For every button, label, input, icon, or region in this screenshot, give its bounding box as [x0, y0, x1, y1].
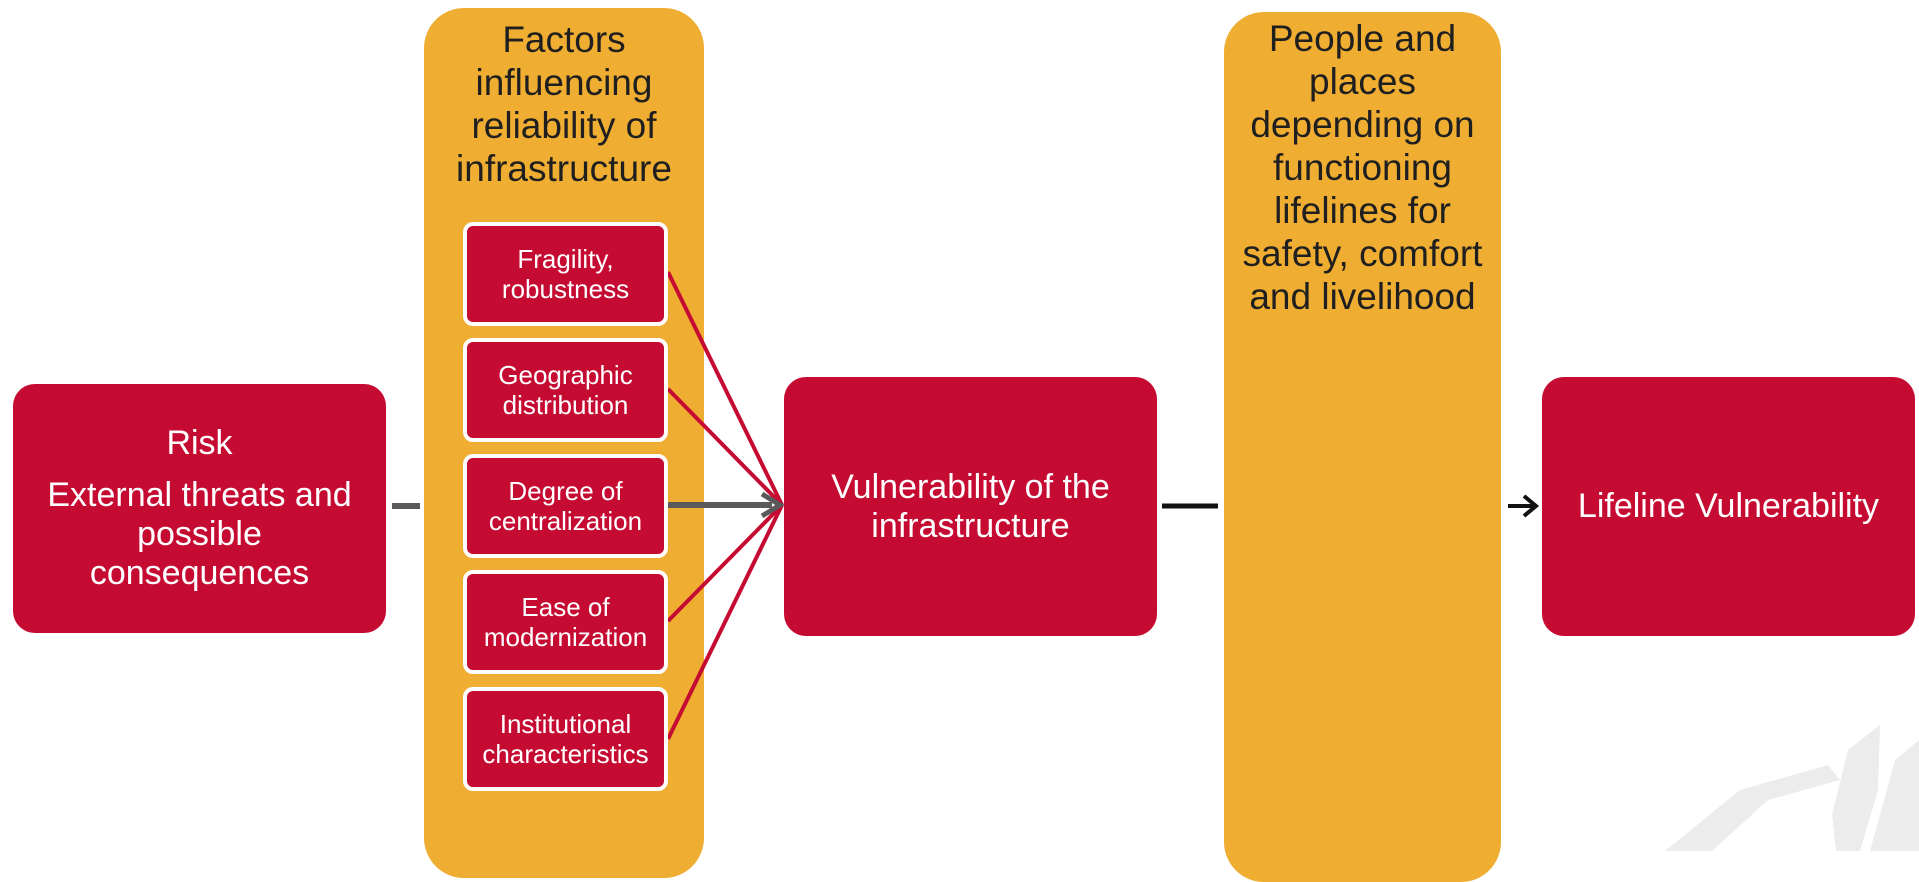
risk-box: Risk External threats and possible conse… — [13, 384, 386, 633]
lifeline-box: Lifeline Vulnerability — [1542, 377, 1915, 636]
watermark-logo — [1665, 725, 1919, 851]
factor-centralization: Degree of centralization — [463, 454, 668, 558]
risk-subtitle: External threats and possible consequenc… — [47, 476, 352, 592]
vulnerability-label: Vulnerability of the infrastructure — [831, 467, 1110, 545]
fan-line-fragility — [666, 271, 784, 506]
factors-pillar-title: Factors influencing reliability of infra… — [456, 19, 672, 189]
factor-institutional: Institutional characteristics — [463, 687, 668, 791]
centralization-arrowhead — [760, 491, 785, 519]
people-pillar: People and places depending on functioni… — [1224, 12, 1501, 882]
connector-lines — [392, 271, 1919, 851]
fan-line-geographic — [666, 387, 784, 507]
fan-line-institutional — [666, 504, 784, 740]
factor-geographic-distribution: Geographic distribution — [463, 338, 668, 442]
people-pillar-title: People and places depending on functioni… — [1242, 18, 1483, 317]
factor-fragility: Fragility, robustness — [463, 222, 668, 326]
risk-title: Risk — [166, 424, 233, 462]
vulnerability-box: Vulnerability of the infrastructure — [784, 377, 1157, 636]
factor-modernization: Ease of modernization — [463, 570, 668, 674]
lifeline-arrowhead — [1522, 494, 1540, 518]
lifeline-label: Lifeline Vulnerability — [1577, 487, 1880, 525]
fan-line-modernization — [666, 503, 784, 623]
